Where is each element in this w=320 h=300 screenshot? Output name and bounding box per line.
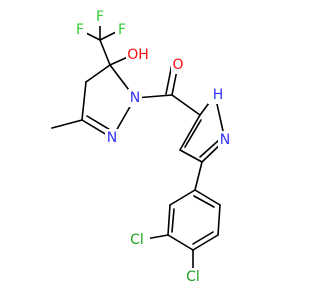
label-bg-f3 [115, 21, 129, 39]
bond-c4p-c5p [179, 114, 201, 151]
bond-ph-6-1 [194, 189, 221, 206]
bond-c4p-c5p-double [184, 119, 202, 148]
atom-nh: H [213, 87, 224, 103]
bond-cf3-c5 [99, 39, 111, 66]
bond-n2p-c3p-double [199, 139, 220, 158]
bond-ph-1-2 [169, 189, 196, 206]
molecule-structure: F F F OH O N N H N Cl Cl [51, 8, 232, 286]
bond-carbonyl-c5p [171, 94, 201, 116]
label-bg-cl1 [126, 231, 150, 249]
atom-f2: F [96, 9, 104, 25]
label-bg-n4 [218, 131, 232, 149]
bond-c3p-c4p [179, 149, 203, 163]
atom-cl1: Cl [130, 232, 144, 248]
bond-ph-6-1-double [193, 195, 215, 208]
atom-f1: F [76, 22, 84, 38]
bond-ph-2-3-double [171, 208, 175, 233]
label-bg-nh [208, 86, 228, 104]
bond-c3p-phenyl [194, 161, 203, 191]
label-bg-o [171, 56, 185, 74]
bond-ph-4-5-double [192, 231, 214, 245]
bond-ph-2-3 [167, 204, 171, 236]
label-bg-n2 [105, 129, 119, 147]
atom-n1: N [130, 90, 140, 106]
bond-c3-n2-double [86, 115, 113, 132]
bond-ph-4-5 [192, 234, 219, 251]
atom-cl2: Cl [186, 269, 200, 285]
atom-oh: OH [127, 47, 149, 63]
atom-f3: F [118, 22, 126, 38]
atom-n4: N [220, 132, 230, 148]
bond-c3-methyl [51, 119, 83, 129]
label-bg-cl2 [181, 268, 205, 286]
label-bg-n1 [128, 89, 142, 107]
atom-o: O [172, 57, 183, 73]
atom-n2: N [107, 130, 117, 146]
label-bg-f1 [73, 21, 87, 39]
label-bg-f2 [93, 8, 107, 26]
bond-ph-3-4 [167, 234, 194, 251]
bond-c4-c3 [81, 81, 87, 121]
bond-ph-5-6 [217, 204, 221, 236]
label-bg-oh [126, 46, 150, 64]
bond-c5-c4 [85, 64, 111, 83]
